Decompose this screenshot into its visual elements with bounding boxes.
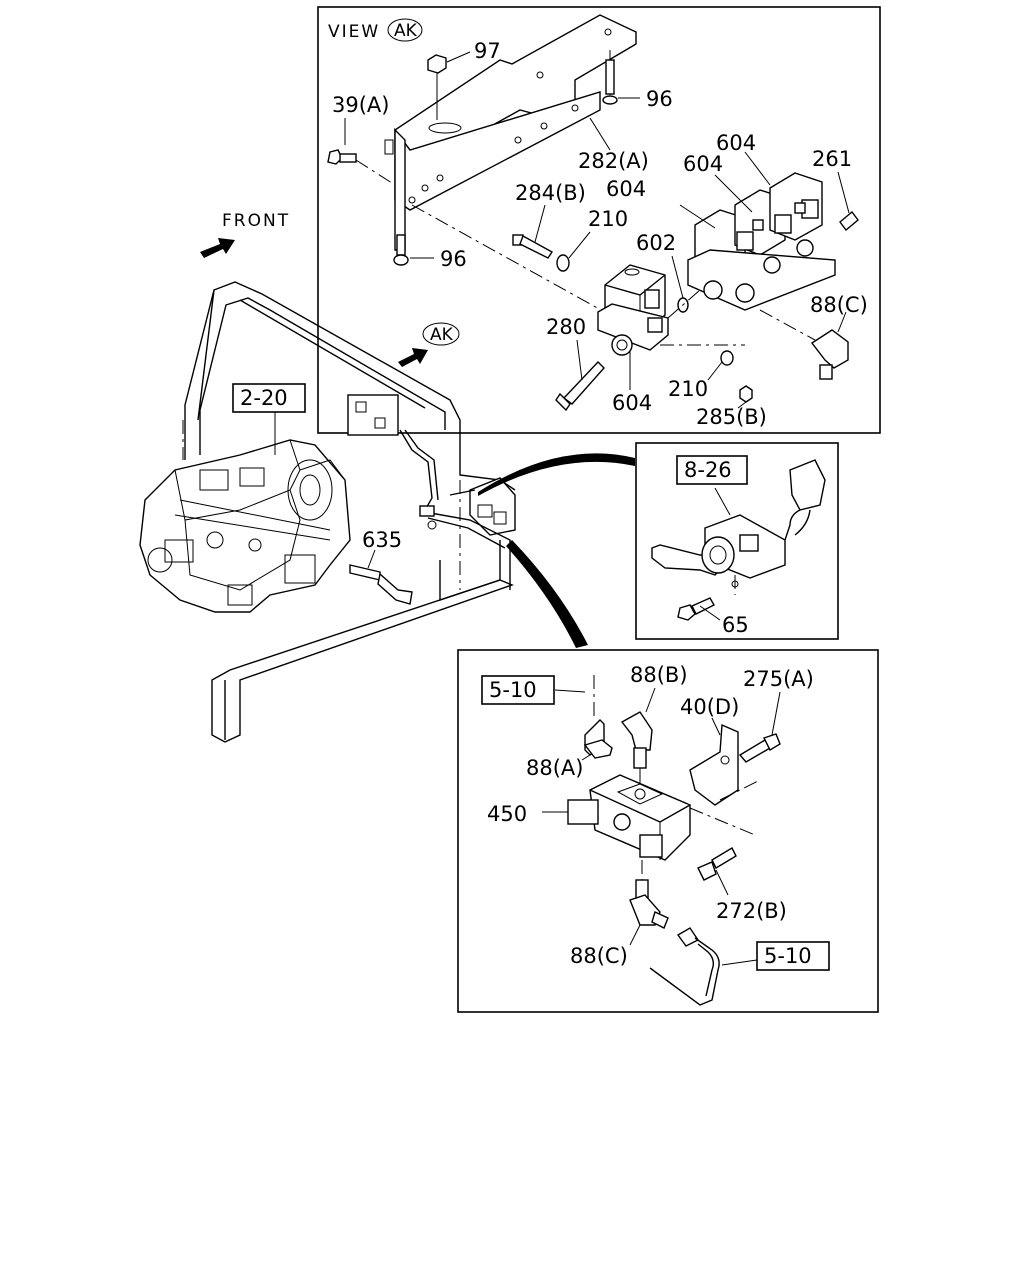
label-272b: 272(B)	[716, 899, 787, 923]
view-ak-panel: VIEW AK 97	[317, 6, 881, 434]
label-39a: 39(A)	[332, 93, 389, 117]
label-210-top: 210	[588, 207, 628, 231]
ak-view-marker: AK	[398, 322, 460, 367]
view-ak-marker: AK	[387, 18, 423, 42]
sensor-635	[349, 549, 413, 605]
bolt-284b	[512, 204, 554, 259]
chassis-frame	[182, 281, 516, 743]
bolt-96-top	[602, 50, 640, 105]
svg-text:2-20: 2-20	[240, 386, 288, 410]
nut-285b	[737, 385, 753, 409]
frame-valve-piping	[347, 394, 516, 590]
front-indicator: FRONT	[200, 211, 290, 258]
callout-sweep-to-8-26	[478, 453, 635, 496]
label-275a: 275(A)	[743, 667, 814, 691]
label-604-a: 604	[606, 177, 646, 201]
label-602: 602	[636, 231, 676, 255]
label-284b: 284(B)	[515, 181, 586, 205]
label-96-top: 96	[646, 87, 673, 111]
ref-2-20: 2-20	[232, 383, 306, 413]
fitting-280	[555, 339, 605, 412]
plug-261	[837, 171, 859, 232]
nut-97	[427, 51, 471, 120]
label-88c-bottom: 88(C)	[570, 944, 628, 968]
label-604-b: 604	[683, 152, 723, 176]
fitting-88b	[620, 687, 656, 785]
front-label: FRONT	[222, 211, 290, 231]
panel-8-26: 8-26	[635, 442, 839, 640]
ref-5-10-top: 5-10	[481, 675, 555, 705]
label-604-c: 604	[716, 131, 756, 155]
bolt-39a	[327, 118, 396, 186]
label-97: 97	[474, 39, 501, 63]
transmission-assembly	[139, 412, 351, 613]
panel-8-26-frame	[635, 442, 839, 640]
washer-210-top	[556, 231, 591, 272]
pipe-5-10	[649, 927, 758, 1006]
solenoid-valve-single	[597, 264, 669, 390]
view-ak-frame	[317, 6, 881, 434]
ak-arrow-icon	[398, 348, 428, 367]
bracket-282a	[384, 14, 637, 251]
washer-210-bottom	[707, 350, 734, 381]
elbow-88c-top	[759, 309, 849, 380]
label-604-bottom: 604	[612, 391, 652, 415]
panel-5-10-frame	[457, 649, 879, 1013]
label-285b: 285(B)	[696, 405, 767, 429]
bolt-272b	[697, 847, 737, 896]
front-arrow-icon	[200, 238, 235, 258]
callout-sweep-to-5-10	[506, 540, 588, 648]
oring-602	[667, 255, 701, 319]
svg-text:8-26: 8-26	[684, 458, 732, 482]
label-88a: 88(A)	[526, 756, 583, 780]
label-65: 65	[722, 613, 749, 637]
label-210-bottom: 210	[668, 377, 708, 401]
elbow-88c-bottom	[629, 860, 669, 946]
label-40d: 40(D)	[680, 695, 739, 719]
label-635: 635	[362, 528, 402, 552]
label-88c-top: 88(C)	[810, 293, 868, 317]
label-96-bottom: 96	[440, 247, 467, 271]
solenoid-valve-bank	[679, 151, 836, 311]
bracket-40d	[689, 717, 739, 806]
ref-8-26: 8-26	[676, 455, 748, 485]
svg-text:5-10: 5-10	[489, 678, 537, 702]
fitting-88a	[581, 719, 613, 761]
label-261: 261	[812, 147, 852, 171]
valve-450	[542, 774, 691, 861]
svg-text:AK: AK	[394, 21, 418, 41]
label-282a: 282(A)	[578, 149, 649, 173]
ref-5-10-bottom: 5-10	[756, 941, 830, 971]
label-450: 450	[487, 802, 527, 826]
svg-text:AK: AK	[430, 325, 454, 345]
bolt-275a	[738, 691, 781, 763]
label-88b: 88(B)	[630, 663, 688, 687]
view-label: VIEW	[328, 22, 380, 42]
svg-text:5-10: 5-10	[764, 944, 812, 968]
label-280: 280	[546, 315, 586, 339]
bolt-96-bottom	[393, 234, 434, 266]
panel-5-10: 5-10 88(A) 88(B) 275(A)	[457, 649, 879, 1013]
